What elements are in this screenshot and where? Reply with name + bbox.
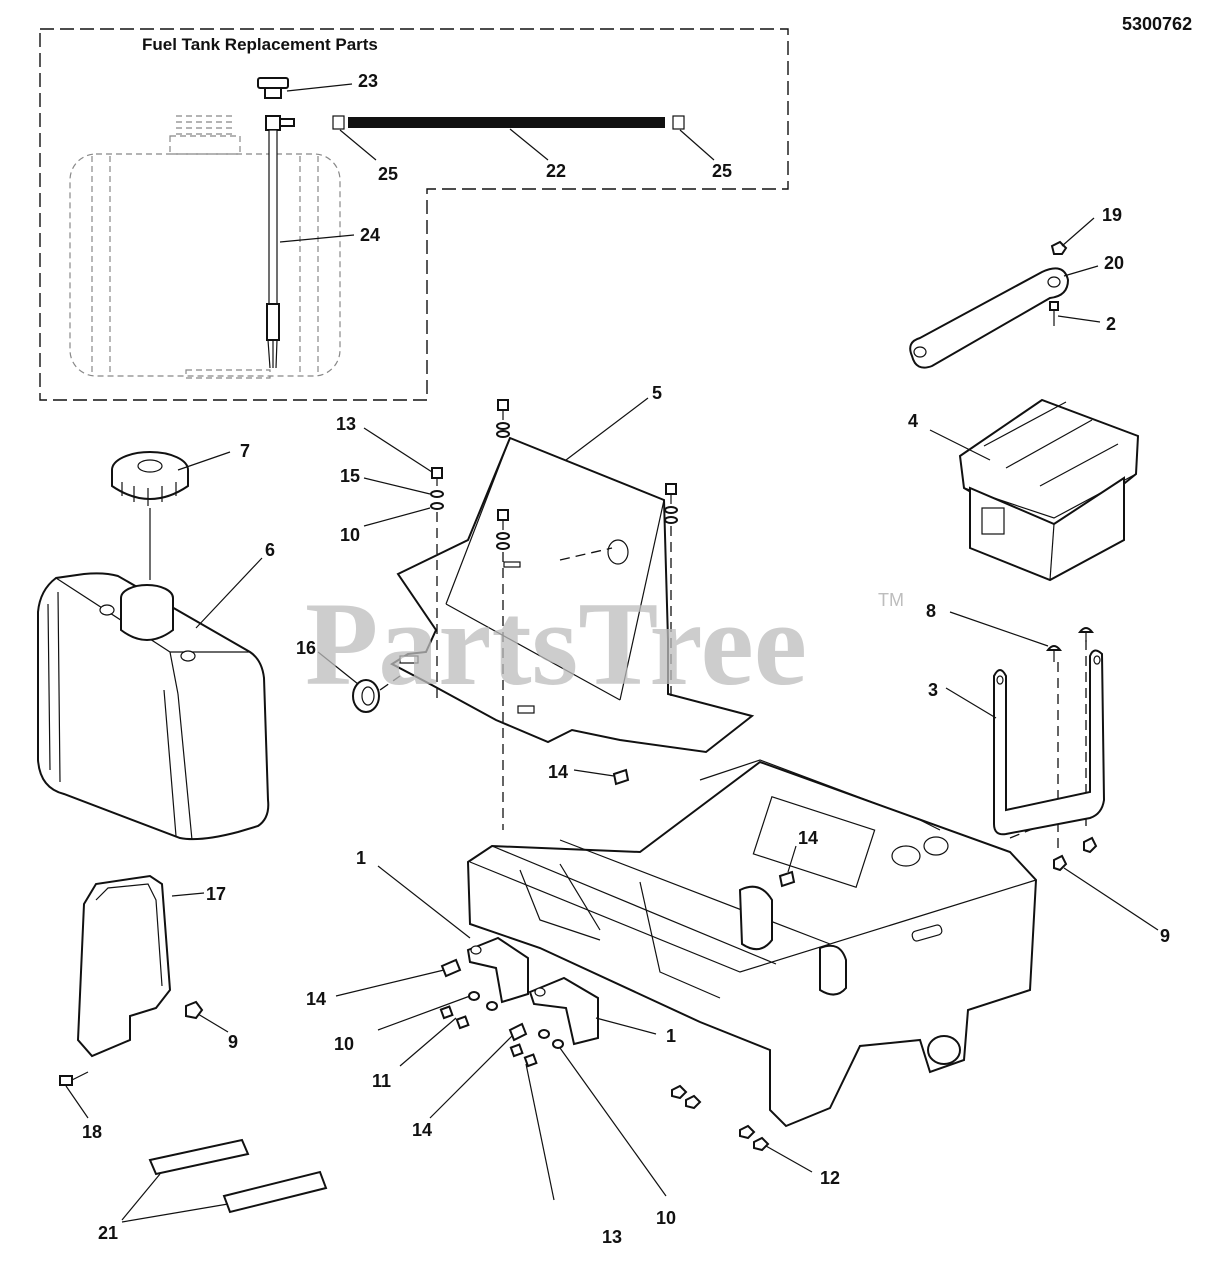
callout-9-left: 9 (228, 1032, 238, 1052)
callout-14-bottom: 14 (412, 1120, 432, 1140)
diagram-number: 5300762 (1122, 14, 1192, 34)
callout-5: 5 (652, 383, 662, 403)
battery-bracket (993, 649, 1106, 836)
fuel-cap (111, 451, 189, 506)
battery-support-plate (389, 436, 755, 754)
battery-hold-down (909, 267, 1070, 369)
callout-12: 12 (820, 1168, 840, 1188)
callout-6: 6 (265, 540, 275, 560)
grommet (352, 679, 380, 713)
plate-hardware (430, 399, 678, 550)
spring-clips (440, 768, 796, 1042)
hold-down-bolt (1049, 301, 1059, 326)
callout-10-bottom: 10 (656, 1208, 676, 1228)
callout-25-right: 25 (712, 161, 732, 181)
battery-box (958, 398, 1140, 582)
callout-13-bottom: 13 (602, 1227, 622, 1247)
callout-21: 21 (98, 1223, 118, 1243)
tractor-frame (466, 759, 1038, 1128)
ghost-fuel-tank (69, 115, 341, 379)
callout-22: 22 (546, 161, 566, 181)
callout-1-right: 1 (666, 1026, 676, 1046)
callout-3: 3 (928, 680, 938, 700)
callout-10-top: 10 (340, 525, 360, 545)
callout-9-right: 9 (1160, 926, 1170, 946)
fuel-tank (37, 572, 270, 841)
fuel-pickup-tube (265, 115, 295, 369)
watermark-tm: TM (878, 590, 904, 610)
callout-16: 16 (296, 638, 316, 658)
callout-10-left: 10 (334, 1034, 354, 1054)
callout-19: 19 (1102, 205, 1122, 225)
callout-25-left: 25 (378, 164, 398, 184)
callout-15: 15 (340, 466, 360, 486)
carriage-bolts (1045, 627, 1095, 662)
callout-4: 4 (908, 411, 918, 431)
callout-17: 17 (206, 884, 226, 904)
fuel-hose (348, 117, 665, 128)
fuel-tank-inset-frame (39, 28, 789, 401)
watermark: PartsTree (305, 577, 807, 710)
callout-11: 11 (372, 1071, 391, 1091)
fuel-cap-vent (257, 77, 289, 99)
callout-24: 24 (360, 225, 380, 245)
callout-7: 7 (240, 441, 250, 461)
callout-23: 23 (358, 71, 378, 91)
bracket-hardware (439, 991, 564, 1068)
frame-nuts (671, 1084, 770, 1152)
callout-2: 2 (1106, 314, 1116, 334)
callout-14-left: 14 (306, 989, 326, 1009)
callout-18: 18 (82, 1122, 102, 1142)
hose-clamp-left (332, 115, 345, 130)
mount-brackets (466, 936, 599, 1046)
strap-bolt (59, 1071, 89, 1086)
callout-1-left: 1 (356, 848, 366, 868)
bracket-nuts (1053, 836, 1098, 872)
foam-pads (148, 1138, 328, 1214)
inset-title: Fuel Tank Replacement Parts (142, 35, 378, 54)
callout-13-top: 13 (336, 414, 356, 434)
hose-clamp-right (672, 115, 685, 130)
callout-20: 20 (1104, 253, 1124, 273)
callout-8: 8 (926, 601, 936, 621)
callout-14-top: 14 (548, 762, 568, 782)
tank-strap (76, 874, 172, 1058)
callout-14-mid: 14 (798, 828, 818, 848)
